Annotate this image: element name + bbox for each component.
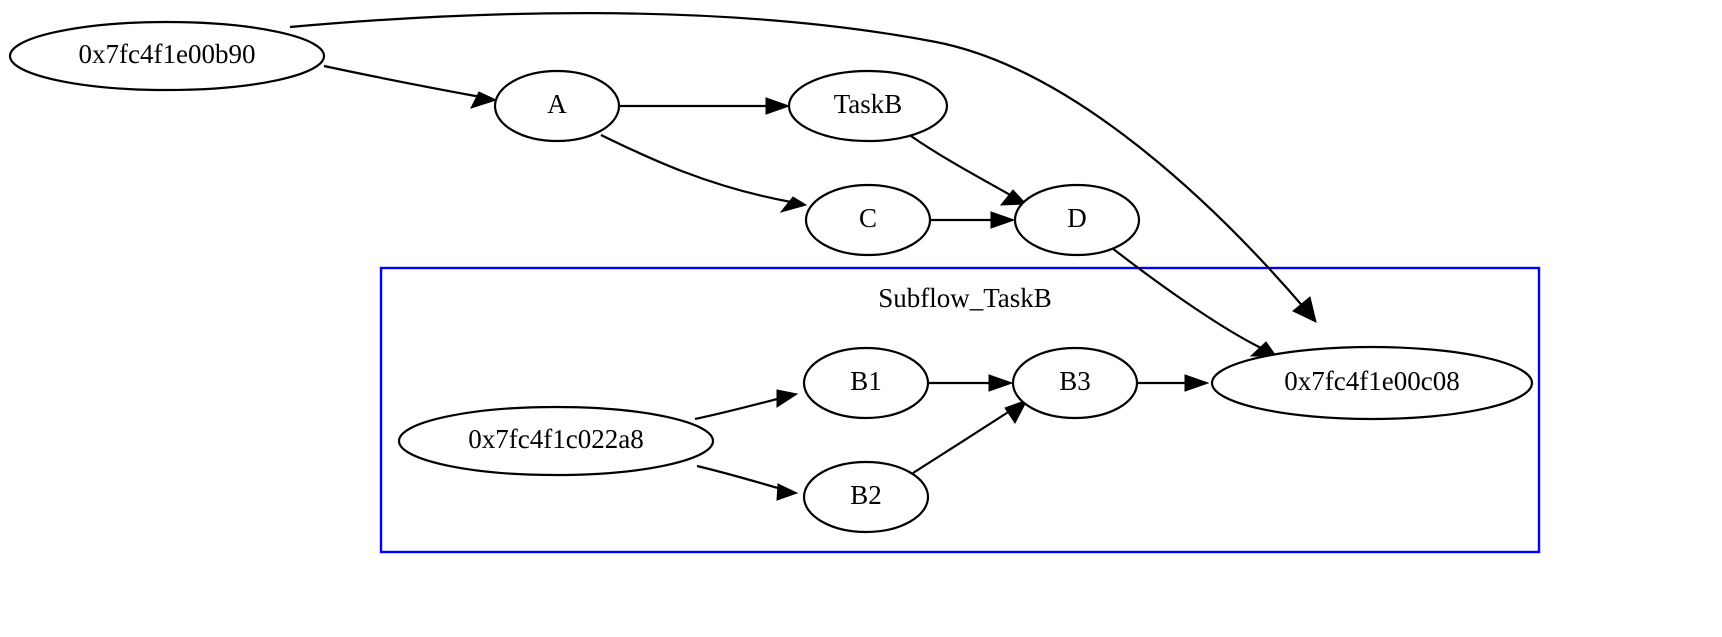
arrowhead-icon (1184, 374, 1210, 392)
edge-line (910, 135, 1013, 197)
clusters-layer: Subflow_TaskB (379, 266, 1541, 554)
edge-line (694, 396, 782, 421)
arrowhead-icon (1292, 296, 1317, 323)
edge-line (912, 408, 1014, 474)
node-label: 0x7fc4f1c022a8 (468, 424, 643, 454)
node-label: 0x7fc4f1e00c08 (1284, 366, 1459, 396)
edge-b1-b3 (929, 374, 1014, 392)
edge-a-c (600, 134, 808, 213)
node-a[interactable]: A (493, 69, 621, 143)
arrowhead-icon (470, 91, 498, 109)
arrowhead-icon (779, 196, 808, 213)
edge-line (323, 64, 482, 99)
node-taskb[interactable]: TaskB (787, 69, 949, 143)
cluster-cluster_subflow_taskb: Subflow_TaskB (379, 266, 1541, 554)
node-shape[interactable] (1011, 346, 1139, 420)
node-shape[interactable] (397, 405, 715, 477)
arrowhead-icon (776, 483, 799, 501)
node-shape[interactable] (1210, 345, 1534, 421)
edge-line (696, 464, 782, 491)
edge-b2-b3 (912, 399, 1029, 474)
node-shape[interactable] (1013, 183, 1141, 257)
arrowhead-icon (988, 374, 1014, 392)
edge-b3-leaf (1138, 374, 1210, 392)
node-shape[interactable] (802, 460, 930, 534)
node-leaf[interactable]: 0x7fc4f1e00c08 (1210, 345, 1534, 421)
edge-d-leaf (1111, 247, 1277, 357)
node-label: B2 (850, 480, 882, 510)
node-label: 0x7fc4f1e00b90 (79, 39, 256, 69)
node-subroot[interactable]: 0x7fc4f1c022a8 (397, 405, 715, 477)
node-d[interactable]: D (1013, 183, 1141, 257)
node-label: B3 (1059, 366, 1091, 396)
node-label: C (859, 203, 877, 233)
node-label: D (1067, 203, 1087, 233)
edge-line (289, 12, 1307, 311)
node-b3[interactable]: B3 (1011, 346, 1139, 420)
edge-root-leaf (289, 12, 1317, 323)
arrowhead-icon (776, 389, 799, 408)
edge-c-d (931, 211, 1016, 229)
edge-taskb-d (910, 135, 1028, 206)
cluster-label: Subflow_TaskB (878, 283, 1052, 313)
cluster-border (379, 266, 1541, 554)
node-shape[interactable] (787, 69, 949, 143)
edge-root-a (323, 64, 498, 109)
node-label: A (547, 89, 567, 119)
edge-subroot-b1 (694, 389, 799, 421)
node-label: B1 (850, 366, 882, 396)
arrowhead-icon (990, 211, 1016, 229)
arrowhead-icon (999, 189, 1028, 206)
edge-subroot-b2 (696, 464, 799, 501)
node-shape[interactable] (804, 183, 932, 257)
node-b2[interactable]: B2 (802, 460, 930, 534)
edge-line (600, 134, 792, 204)
edge-a-taskb (620, 97, 791, 115)
edges-layer (289, 12, 1317, 501)
node-label: TaskB (834, 89, 903, 119)
node-shape[interactable] (8, 20, 326, 92)
node-c[interactable]: C (804, 183, 932, 257)
node-root[interactable]: 0x7fc4f1e00b90 (8, 20, 326, 92)
arrowhead-icon (765, 97, 791, 115)
node-b1[interactable]: B1 (802, 346, 930, 420)
arrowhead-icon (1004, 399, 1029, 424)
node-shape[interactable] (802, 346, 930, 420)
node-shape[interactable] (493, 69, 621, 143)
edge-line (1111, 247, 1262, 349)
